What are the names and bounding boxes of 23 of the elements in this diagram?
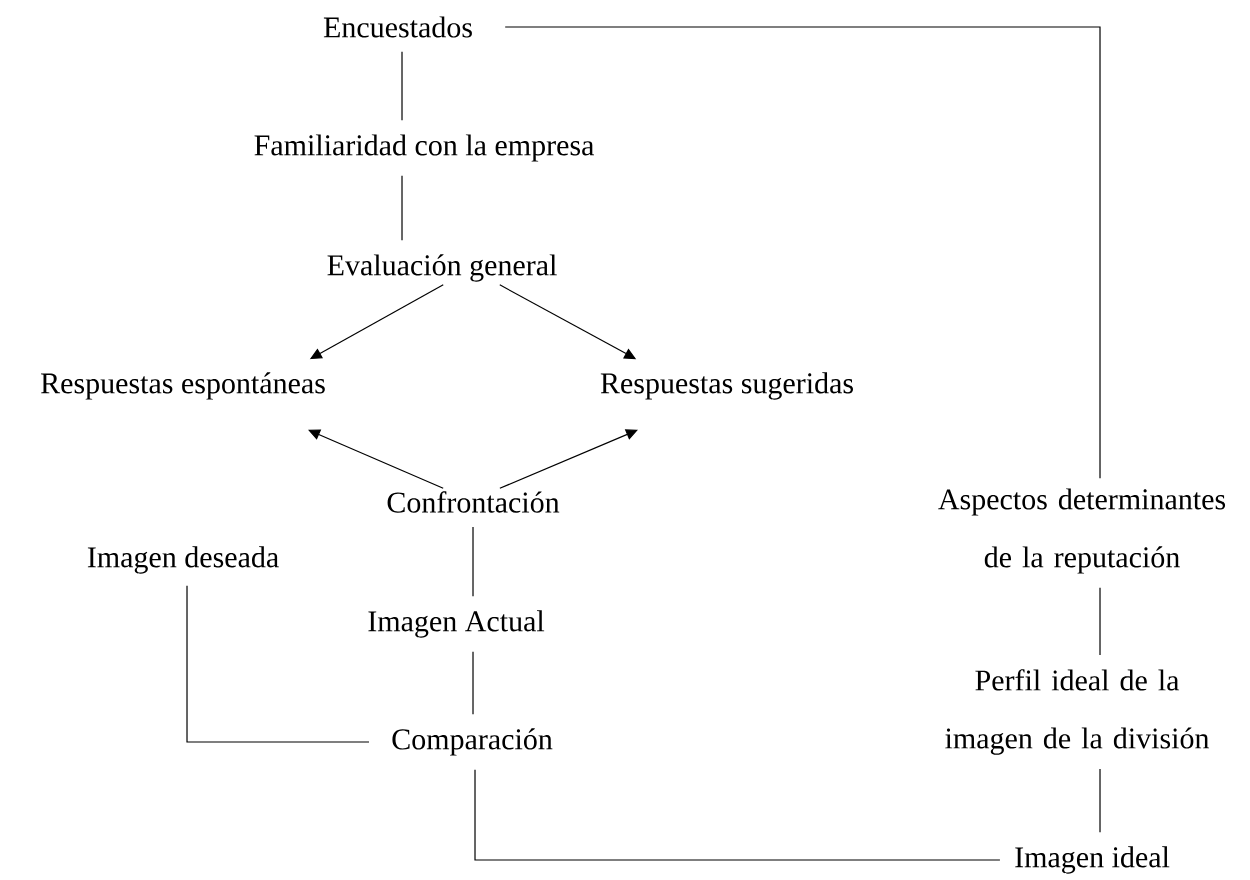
connector-line — [472, 526, 474, 597]
text-label: Encuestados — [323, 16, 472, 38]
text-label: Aspectos determinantes de la reputación — [938, 488, 1226, 574]
connector-line — [401, 175, 403, 241]
connector-line — [472, 651, 474, 715]
text-label: Comparación — [392, 728, 553, 756]
connector-line — [186, 585, 370, 743]
text-label: Respuestas sugeridas — [600, 372, 853, 400]
arrow — [308, 429, 444, 489]
text-label: Imagen ideal — [1015, 846, 1170, 874]
connector-line — [1099, 587, 1101, 656]
text-label: Imagen Actual — [368, 610, 545, 638]
connector-line — [401, 51, 403, 121]
text-label: Evaluación general — [327, 254, 557, 282]
text-label: Respuestas espontáneas — [41, 372, 325, 400]
text-label: Imagen deseada — [87, 546, 279, 574]
text-label: Perfil ideal de la imagen de la división — [945, 669, 1210, 755]
arrow — [499, 429, 638, 489]
text-label: Familiaridad con la empresa — [254, 134, 594, 162]
connector-line — [474, 769, 1001, 861]
connector-line — [504, 26, 1101, 479]
text-label: Confrontación — [387, 491, 560, 513]
connector-line — [1099, 768, 1101, 833]
